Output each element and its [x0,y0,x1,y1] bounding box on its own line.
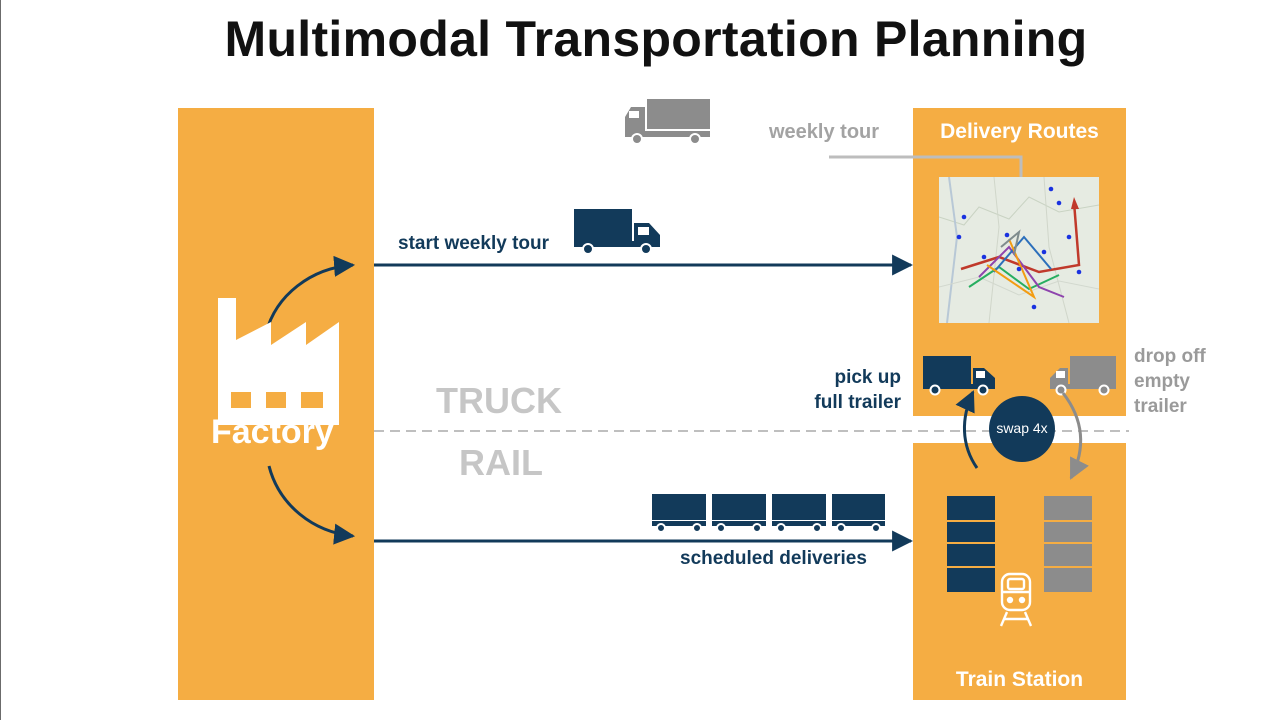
train-icon [999,572,1033,627]
factory-truck-arrow [264,255,356,334]
factory-rail-arrow [267,465,356,545]
truck-icon [625,99,710,145]
truck-icon [1050,356,1116,396]
truck-icon [923,356,995,396]
truck-mode-label: TRUCK [436,380,562,421]
full-trailer-stack [947,496,995,592]
drop-off-label: drop off empty trailer [1134,344,1206,419]
rail-wagons [652,494,885,533]
truck-icon [574,209,660,255]
pick-up-label: pick up full trailer [791,365,901,415]
swap-circle [989,396,1055,462]
drop-off-arrow [1061,392,1089,480]
drop-off-line-3: trailer [1134,396,1187,417]
empty-trailer-stack [1044,496,1092,592]
drop-off-line-2: empty [1134,371,1190,392]
weekly-tour-label: weekly tour [769,121,880,143]
train-station-label: Train Station [955,668,1084,691]
drop-off-line-1: drop off [1134,346,1206,367]
rail-mode-label: RAIL [459,442,543,483]
weekly-tour-connector [829,155,1023,177]
factory-label: Factory [211,413,334,451]
route-map [939,177,1099,323]
scheduled-deliveries-label: scheduled deliveries [680,548,867,569]
pick-up-arrow [955,390,979,469]
pick-up-line-2: full trailer [814,392,901,413]
start-weekly-tour-label: start weekly tour [398,233,549,254]
swap-label: swap 4x [996,420,1048,436]
pick-up-line-1: pick up [834,367,901,388]
page-title: Multimodal Transportation Planning [224,11,1088,67]
delivery-routes-label: Delivery Routes [940,120,1099,143]
